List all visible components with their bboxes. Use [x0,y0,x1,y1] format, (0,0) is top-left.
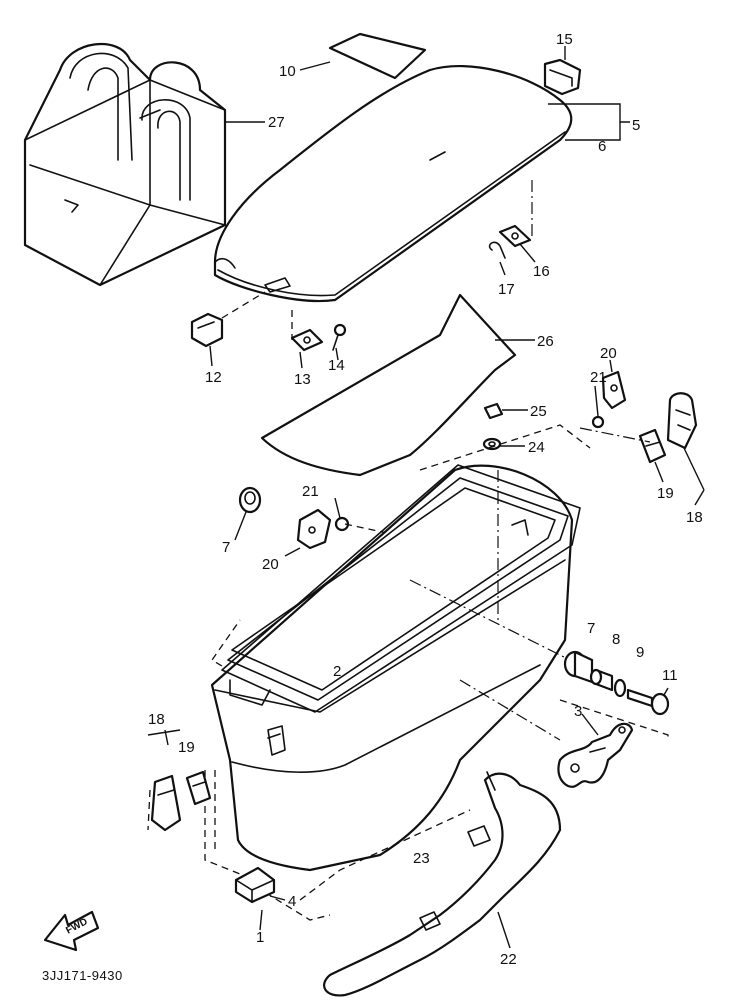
callout-25: 25 [530,403,547,420]
callout-8: 8 [612,631,620,648]
lock-plate-left-icon [185,770,212,806]
lock-left-icon [150,774,182,832]
callout-17: 17 [498,281,515,298]
callout-16: 16 [533,263,550,280]
callout-20-right: 20 [600,345,617,362]
callout-5: 5 [632,117,640,134]
callout-23: 23 [413,850,430,867]
callout-24: 24 [528,439,545,456]
spacer-icon [613,678,627,698]
bracket-icon [498,224,532,248]
lock-plate-right-icon [638,428,667,464]
inner-bag-icon [23,42,227,287]
callout-18-right: 18 [686,509,703,526]
callout-4: 4 [288,893,296,910]
rubber-foot-icon [234,866,276,904]
latch-mechanism-icon [557,722,634,788]
lid-icon [213,65,573,303]
bushing-icon [563,650,594,684]
case-body-icon [210,464,581,872]
cap-left-icon [238,486,262,514]
callout-6: 6 [598,138,606,155]
callout-21-right: 21 [590,369,607,386]
callout-13: 13 [294,371,311,388]
callout-18-left: 18 [148,711,165,728]
callout-19-left: 19 [178,739,195,756]
callout-9: 9 [636,644,644,661]
bolt-icon [483,402,504,420]
callout-11: 11 [662,667,678,684]
callout-19-right: 19 [657,485,674,502]
callout-27: 27 [268,114,285,131]
callout-12: 12 [205,369,222,386]
latch-icon [190,312,224,348]
bolt-long-icon [626,688,670,716]
callout-20-left: 20 [262,556,279,573]
callout-22: 22 [500,951,517,968]
hinge-right-icon [601,370,627,410]
screw-icon [332,323,347,351]
rivet-right-icon [591,415,605,429]
forward-arrow-icon: FWD [43,910,100,952]
diagram-code: 3JJ171-9430 [42,968,123,983]
callout-7-left: 7 [222,539,230,556]
collar-icon [589,668,614,692]
callout-26: 26 [537,333,554,350]
lock-right-icon [666,392,698,450]
callout-3: 3 [574,703,582,720]
callout-10: 10 [279,63,296,80]
callout-2: 2 [333,663,341,680]
callout-21-left: 21 [302,483,319,500]
clip-icon [488,241,506,259]
callout-14: 14 [328,357,345,374]
emblem-icon [543,58,582,96]
hinge-left-icon [296,508,332,550]
mounting-rail-icon [323,771,562,997]
mat-icon [260,293,517,477]
pad-icon [328,32,427,80]
plate-icon [290,328,324,352]
callout-7-right: 7 [587,620,595,637]
callout-1: 1 [256,929,264,946]
callout-15: 15 [556,31,573,48]
